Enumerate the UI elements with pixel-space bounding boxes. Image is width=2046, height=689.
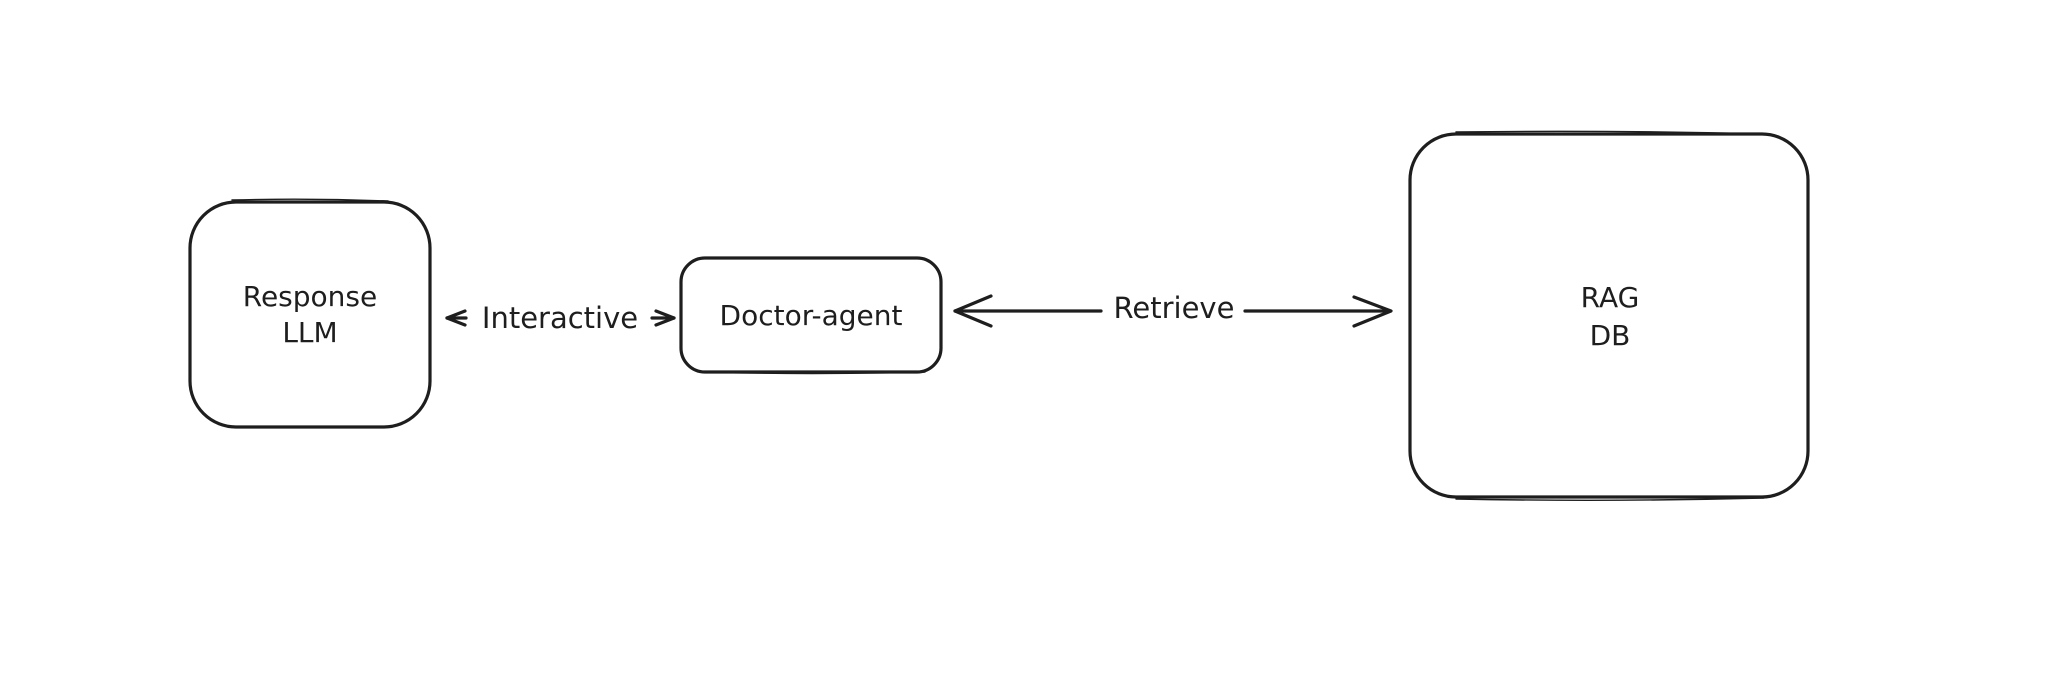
node-rag-db-label-line2: DB — [1590, 319, 1631, 352]
sketch-stroke — [231, 198, 389, 202]
node-rag-db-label-line1: RAG — [1581, 281, 1640, 314]
node-doctor-agent-label: Doctor-agent — [720, 299, 903, 332]
edge-interactive[interactable]: Interactive — [445, 301, 676, 335]
node-rag-db[interactable]: RAG DB — [1408, 130, 1810, 501]
node-rag-db-box — [1408, 132, 1810, 499]
node-doctor-agent-box — [679, 256, 943, 374]
node-response-llm[interactable]: Response LLM — [188, 198, 432, 429]
node-response-llm-label-line2: LLM — [282, 316, 337, 349]
edge-interactive-right-arrowhead — [654, 309, 676, 327]
node-doctor-agent[interactable]: Doctor-agent — [679, 256, 943, 375]
sketch-stroke — [1455, 130, 1765, 135]
edge-retrieve-label: Retrieve — [1114, 291, 1235, 325]
edge-retrieve-right-arrowhead — [1352, 295, 1393, 328]
edge-retrieve[interactable]: Retrieve — [953, 291, 1393, 328]
sketch-stroke — [703, 371, 926, 375]
node-response-llm-box — [188, 200, 432, 429]
edge-interactive-label: Interactive — [482, 301, 638, 335]
node-response-llm-label-line1: Response — [243, 280, 377, 313]
sketch-stroke — [1455, 497, 1765, 501]
